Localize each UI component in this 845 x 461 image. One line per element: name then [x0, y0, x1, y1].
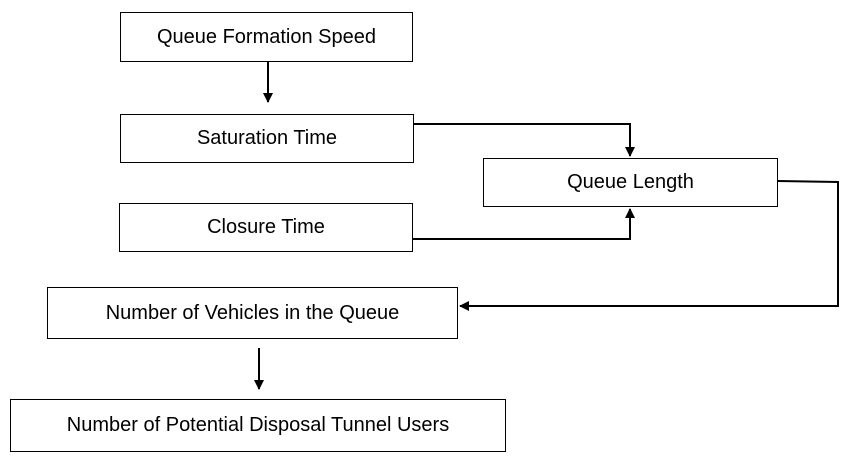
edge-saturation-to-queue-length — [414, 123, 635, 157]
node-vehicles-in-queue: Number of Vehicles in the Queue — [47, 287, 458, 339]
node-queue-formation-speed: Queue Formation Speed — [120, 12, 413, 62]
edge-queue-length-to-vehicles — [459, 180, 839, 311]
node-label: Number of Vehicles in the Queue — [105, 301, 400, 324]
node-label: Number of Potential Disposal Tunnel User… — [66, 414, 450, 436]
node-queue-length: Queue Length — [483, 158, 778, 207]
node-label: Queue Formation Speed — [156, 25, 377, 48]
node-saturation-time: Saturation Time — [120, 114, 414, 163]
node-label: Closure Time — [207, 216, 325, 238]
node-closure-time: Closure Time — [119, 203, 413, 252]
node-potential-users: Number of Potential Disposal Tunnel User… — [10, 399, 506, 452]
node-label: Queue Length — [567, 171, 694, 193]
node-label: Saturation Time — [196, 127, 338, 149]
edge-closure-to-queue-length — [413, 208, 635, 240]
